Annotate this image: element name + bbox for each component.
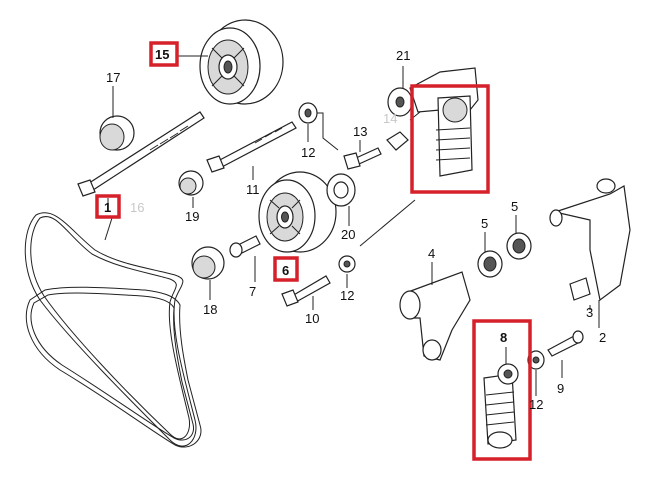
pulley-cap-17 [99,115,135,151]
callout-10: 10 [305,311,319,326]
callout-19: 19 [185,209,199,224]
callout-6: 6 [282,263,289,278]
sleeve-3 [569,277,591,301]
bracket-2 [549,178,631,302]
bushing-5-right [506,232,532,260]
highlight-boxes [95,41,532,461]
washer-12-lower [527,350,545,370]
callout-12-middle: 12 [340,288,354,303]
clip-14 [386,131,409,151]
bolt-7 [229,235,261,258]
tensioner-assembly-21 [387,67,479,177]
callout-16: 16 [130,200,144,215]
callout-4: 4 [428,246,435,261]
callout-8: 8 [500,330,507,345]
washer-12-upper [298,102,318,124]
callout-13: 13 [353,124,367,139]
bushing-5-left [477,250,503,278]
screw-13 [343,147,382,170]
leader-lines [104,55,600,396]
bolt-10 [281,275,331,307]
hydraulic-tensioner-8 [483,363,519,449]
highlight-box-callout-1 [95,194,121,219]
callout-20: 20 [341,227,355,242]
washer-20 [326,173,356,207]
dust-cap-19 [178,170,204,196]
callout-5-right: 5 [511,199,518,214]
bolt-11 [206,121,297,173]
callout-14: 14 [383,111,397,126]
idler-pulley-6 [258,171,337,253]
washer-12-middle [338,255,356,273]
highlight-box-tensioner-21 [410,84,490,194]
callout-15: 15 [155,47,169,62]
highlight-box-callout-6 [273,256,299,282]
bolt-9 [547,330,584,357]
callout-1: 1 [104,200,111,215]
callout-12-lower: 12 [529,397,543,412]
callout-2: 2 [599,330,606,345]
tensioner-arm-4 [399,271,471,361]
long-bolt-16 [77,111,205,197]
drive-belt [24,212,202,448]
callout-labels: 15 17 1 16 19 11 12 13 14 21 20 6 12 7 1… [104,47,606,412]
highlight-box-callout-15 [149,41,179,67]
callout-11: 11 [246,182,260,197]
callout-7: 7 [249,284,256,299]
highlight-box-tensioner-8 [472,319,532,461]
callout-12-upper: 12 [301,145,315,160]
idler-pulley-15 [199,19,284,105]
callout-9: 9 [557,381,564,396]
callout-21: 21 [396,48,410,63]
callout-5-left: 5 [481,216,488,231]
callout-18: 18 [203,302,217,317]
pulley-cap-18 [191,246,225,280]
callout-3: 3 [586,305,593,320]
callout-17: 17 [106,70,120,85]
